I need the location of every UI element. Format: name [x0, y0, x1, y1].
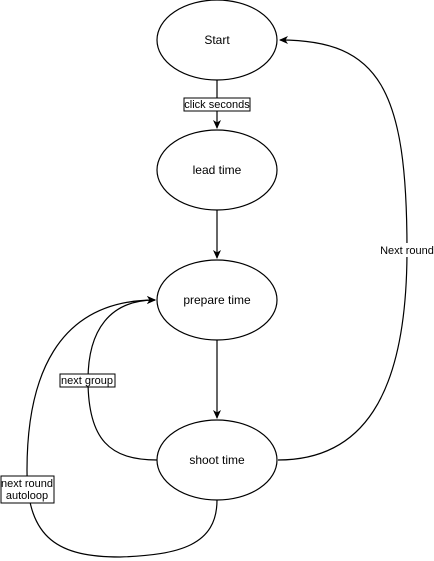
node-prepare-time: prepare time [156, 259, 278, 341]
edge-label-click-seconds: click seconds [183, 97, 251, 112]
edge-label-next-round: Next round [378, 243, 434, 257]
node-start: Start [156, 0, 278, 81]
node-lead-time-label: lead time [193, 163, 242, 177]
edge-label-click-seconds-text: click seconds [184, 99, 250, 111]
edge-label-next-round-text: Next round [380, 245, 434, 257]
edge-label-autoloop-line1: next round [1, 478, 53, 490]
edge-label-next-group-text: next group [61, 375, 113, 387]
node-lead-time: lead time [156, 129, 278, 211]
edge-label-autoloop: next round autoloop [0, 475, 55, 504]
node-shoot-time: shoot time [156, 419, 278, 501]
node-start-label: Start [204, 33, 230, 47]
edge-label-next-group: next group [59, 373, 116, 388]
edge-label-autoloop-line2: autoloop [6, 490, 48, 502]
node-shoot-time-label: shoot time [189, 453, 245, 467]
node-prepare-time-label: prepare time [183, 293, 251, 307]
edge-shoot-autoloop [26, 296, 218, 558]
